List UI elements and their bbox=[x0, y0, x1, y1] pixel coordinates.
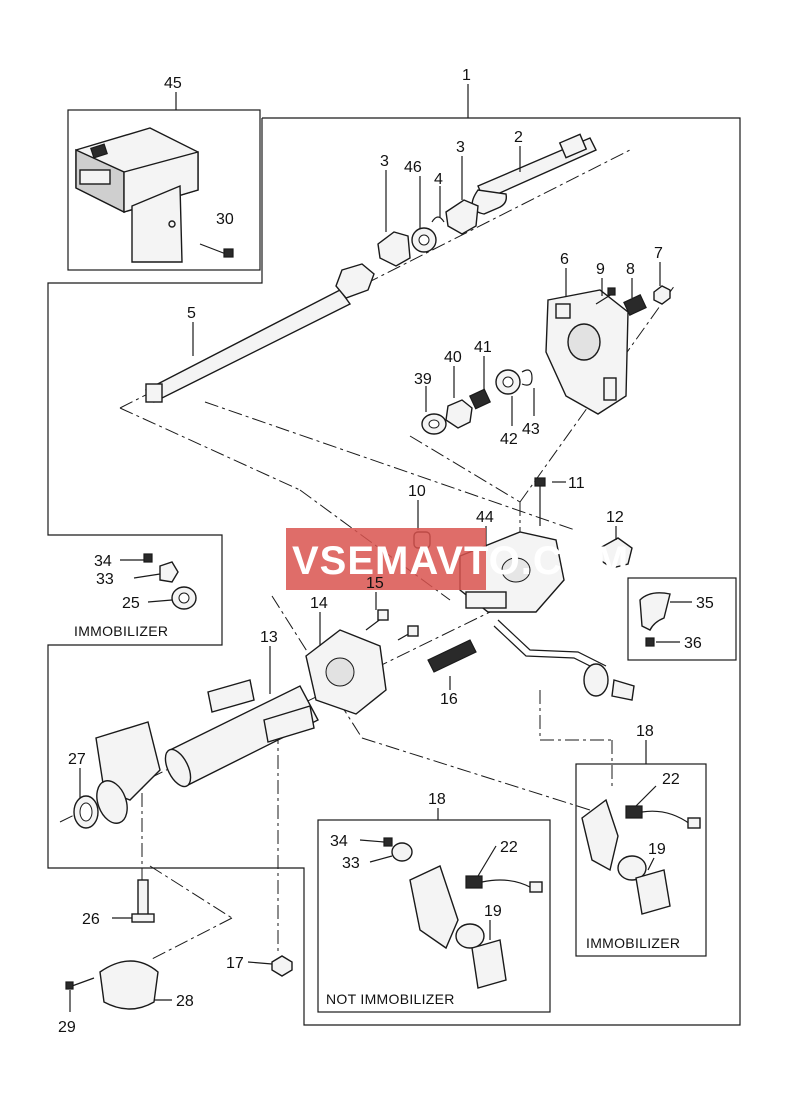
part-6-housing bbox=[545, 289, 629, 415]
part-4-clip bbox=[431, 216, 445, 223]
leader-lines bbox=[69, 146, 692, 1012]
parts-39-43 bbox=[421, 369, 533, 435]
callout-5: 5 bbox=[187, 305, 196, 322]
part-5-lower-shaft bbox=[144, 263, 375, 403]
part-14-lock-housing bbox=[305, 629, 387, 715]
box-not-immobilizer bbox=[317, 819, 551, 1013]
callout-43: 43 bbox=[522, 421, 540, 438]
callout-18-immobilizer: 18 bbox=[636, 723, 654, 740]
part-9-screw bbox=[595, 287, 616, 305]
callout-16: 16 bbox=[440, 691, 458, 708]
callout-12: 12 bbox=[606, 509, 624, 526]
part-7-nut bbox=[653, 285, 671, 305]
callout-10: 10 bbox=[408, 483, 426, 500]
watermark-text: VSEMAVTO.COM bbox=[292, 539, 629, 583]
watermark: VSEMAVTO.COM bbox=[286, 528, 629, 590]
callout-36: 36 bbox=[684, 635, 702, 652]
callout-3-right: 3 bbox=[456, 139, 465, 156]
callout-15: 15 bbox=[366, 575, 384, 592]
callout-34-not-immobilizer: 34 bbox=[330, 833, 348, 850]
callout-39: 39 bbox=[414, 371, 432, 388]
callout-46: 46 bbox=[404, 159, 422, 176]
callout-33-left: 33 bbox=[96, 571, 114, 588]
part-11-screw bbox=[534, 477, 546, 526]
group-18-immobilizer bbox=[581, 798, 701, 915]
callout-4: 4 bbox=[434, 171, 443, 188]
callout-25: 25 bbox=[122, 595, 140, 612]
callout-45: 45 bbox=[164, 75, 182, 92]
part-27-bearing bbox=[73, 795, 99, 829]
callout-34-left: 34 bbox=[94, 553, 112, 570]
part-36-screw bbox=[645, 637, 655, 647]
callout-22-immobilizer: 22 bbox=[662, 771, 680, 788]
callout-19-not-immobilizer: 19 bbox=[484, 903, 502, 920]
callout-3-left: 3 bbox=[380, 153, 389, 170]
callout-1: 1 bbox=[462, 67, 471, 84]
callout-7: 7 bbox=[654, 245, 663, 262]
part-2-upper-shaft bbox=[471, 133, 597, 215]
box-immobilizer-right bbox=[575, 763, 707, 957]
part-16-spring bbox=[427, 639, 477, 673]
callout-41: 41 bbox=[474, 339, 492, 356]
callout-35: 35 bbox=[696, 595, 714, 612]
part-35-knob bbox=[639, 592, 671, 631]
part-grommet bbox=[583, 663, 635, 701]
callout-19-immobilizer: 19 bbox=[648, 841, 666, 858]
parts-34-33-25 bbox=[143, 553, 197, 610]
callout-9: 9 bbox=[596, 261, 605, 278]
callout-14: 14 bbox=[310, 595, 328, 612]
part-17-nut bbox=[271, 955, 293, 977]
callout-13: 13 bbox=[260, 629, 278, 646]
callout-27: 27 bbox=[68, 751, 86, 768]
part-46-ring bbox=[411, 227, 437, 253]
part-29-screw bbox=[65, 977, 95, 990]
part-30-bolt bbox=[199, 243, 234, 258]
part-3-bearing bbox=[377, 199, 479, 267]
part-8-spring bbox=[623, 294, 647, 316]
part-45-module bbox=[75, 127, 199, 263]
label-not-immobilizer: NOT IMMOBILIZER bbox=[326, 991, 455, 1007]
part-26-bolt bbox=[131, 879, 155, 923]
callout-22-not-immobilizer: 22 bbox=[500, 839, 518, 856]
callout-17: 17 bbox=[226, 955, 244, 972]
callout-18-not-immobilizer: 18 bbox=[428, 791, 446, 808]
group-18-not-immobilizer bbox=[383, 837, 543, 989]
part-28-cover bbox=[99, 960, 159, 1010]
callout-29: 29 bbox=[58, 1019, 76, 1036]
box-part-45 bbox=[67, 109, 261, 271]
callout-26: 26 bbox=[82, 911, 100, 928]
part-13-column-tube bbox=[95, 679, 319, 824]
label-immobilizer-right: IMMOBILIZER bbox=[586, 935, 680, 951]
callout-42: 42 bbox=[500, 431, 518, 448]
callout-33-not-immobilizer: 33 bbox=[342, 855, 360, 872]
callout-40: 40 bbox=[444, 349, 462, 366]
callout-8: 8 bbox=[626, 261, 635, 278]
callout-44: 44 bbox=[476, 509, 494, 526]
section-labels: IMMOBILIZER IMMOBILIZER NOT IMMOBILIZER bbox=[74, 623, 680, 1007]
callout-6: 6 bbox=[560, 251, 569, 268]
watermark-box bbox=[286, 528, 486, 590]
part-12-cap bbox=[599, 537, 633, 569]
box-parts-35-36 bbox=[627, 577, 737, 661]
part-15-bolts bbox=[365, 609, 419, 641]
frame-lines bbox=[47, 84, 741, 1026]
label-immobilizer-left: IMMOBILIZER bbox=[74, 623, 168, 639]
callout-28: 28 bbox=[176, 993, 194, 1010]
callout-11: 11 bbox=[568, 475, 585, 492]
callout-numbers: 1 2 3 3 4 5 6 7 8 9 10 11 12 13 14 15 16… bbox=[58, 67, 714, 1036]
callout-2: 2 bbox=[514, 129, 523, 146]
callout-30: 30 bbox=[216, 211, 234, 228]
